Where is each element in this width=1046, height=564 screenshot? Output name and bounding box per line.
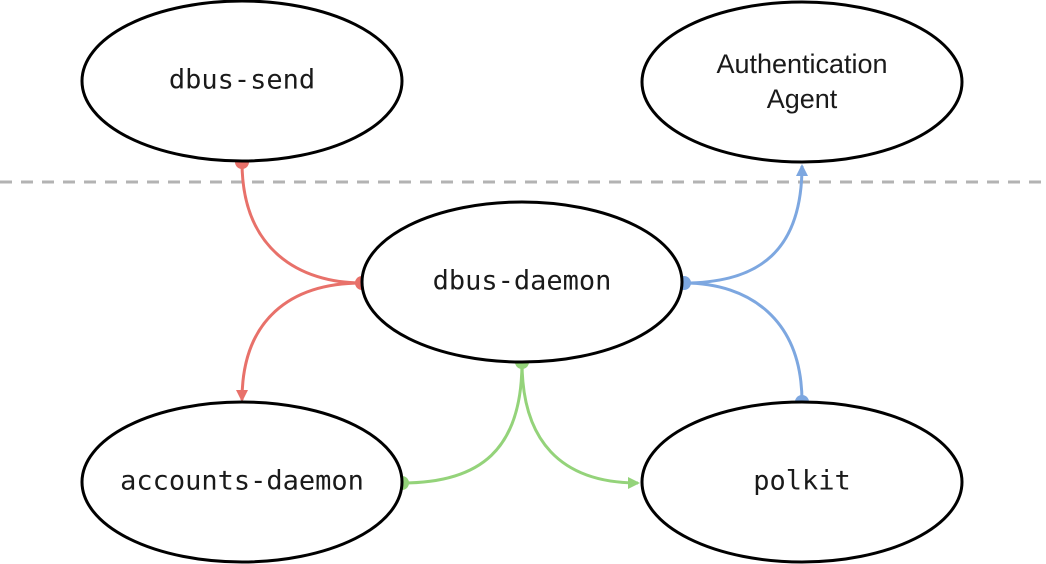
- node-accounts-daemon-label: accounts-daemon: [120, 466, 364, 497]
- node-auth-agent-label-line2: Agent: [767, 84, 838, 114]
- edge-dbus-send-to-daemon: [240, 161, 363, 285]
- node-dbus-send: dbus-send: [80, 0, 404, 163]
- node-dbus-daemon-label: dbus-daemon: [433, 266, 612, 297]
- edge-accounts-to-daemon: [401, 361, 524, 485]
- node-dbus-send-label: dbus-send: [169, 65, 315, 96]
- node-auth-agent-label-line1: Authentication: [716, 49, 887, 79]
- node-polkit-label: polkit: [753, 466, 851, 497]
- node-authentication-agent: Authentication Agent: [640, 0, 964, 164]
- node-accounts-daemon: accounts-daemon: [80, 400, 404, 564]
- node-polkit: polkit: [640, 400, 964, 564]
- edge-daemon-to-polkit: [520, 361, 640, 489]
- edge-polkit-to-daemon: [683, 281, 804, 403]
- edge-daemon-to-accounts: [236, 281, 363, 402]
- node-dbus-daemon: dbus-daemon: [360, 200, 684, 364]
- edge-daemon-to-auth-agent: [683, 164, 808, 285]
